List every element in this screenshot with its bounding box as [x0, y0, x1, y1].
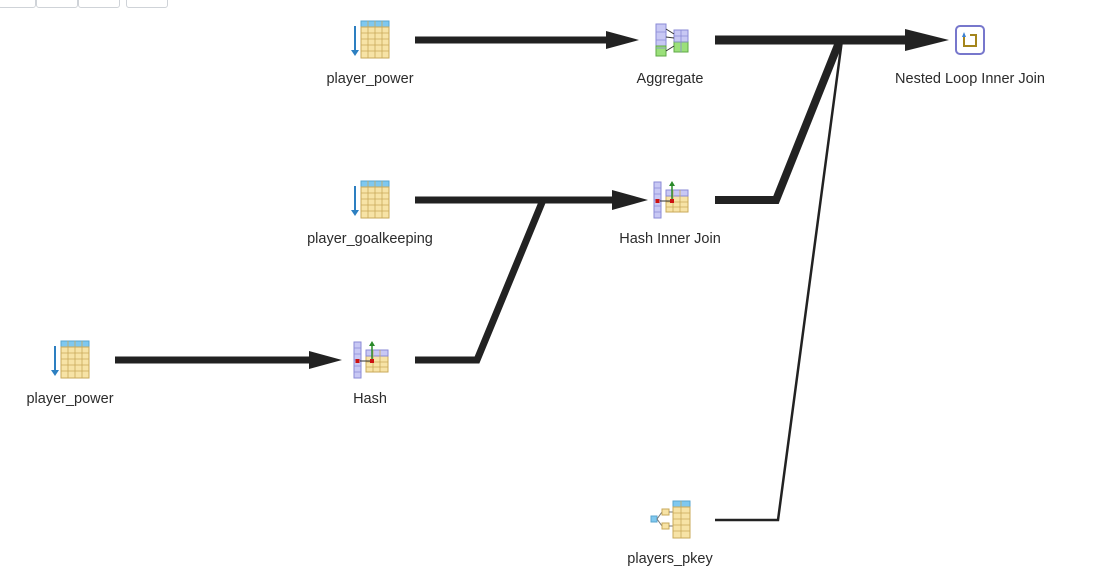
edge-arrowhead-hash-join: [612, 190, 648, 210]
node-nested-loop-inner-join[interactable]: Nested Loop Inner Join: [895, 18, 1045, 88]
toolbar-button-2[interactable]: [36, 0, 78, 8]
toolbar-button-4[interactable]: [126, 0, 168, 8]
seq-scan-table-icon: [351, 180, 390, 219]
node-label: Hash Inner Join: [619, 231, 721, 247]
aggregate-icon: [655, 23, 689, 57]
seq-scan-table-icon: [51, 340, 90, 379]
edge-arrowhead-hash: [309, 351, 342, 369]
node-label: player_power: [326, 71, 414, 87]
node-label: Aggregate: [636, 71, 704, 87]
node-label: Hash: [353, 391, 387, 407]
edge-arrowhead-nested-loop: [905, 29, 949, 51]
index-scan-icon: [650, 500, 691, 539]
edge-hash-join-to-nested-loop: [715, 38, 844, 204]
edge-arrowhead-aggregate: [606, 31, 639, 49]
toolbar-button-1[interactable]: [0, 0, 36, 8]
node-index-players-pkey[interactable]: players_pkey: [595, 498, 745, 568]
node-scan-player-power-top[interactable]: player_power: [295, 18, 445, 88]
node-scan-player-power-left[interactable]: player_power: [0, 338, 145, 408]
edge-index-to-nested-loop: [715, 39, 844, 522]
edge-hash-to-hash-join: [415, 198, 547, 364]
node-hash[interactable]: Hash: [295, 338, 445, 408]
node-scan-player-goalkeeping[interactable]: player_goalkeeping: [295, 178, 445, 248]
hash-icon: [353, 341, 389, 379]
toolbar-button-3[interactable]: [78, 0, 120, 8]
seq-scan-table-icon: [351, 20, 390, 59]
node-label: Nested Loop Inner Join: [895, 71, 1045, 87]
node-label: players_pkey: [627, 551, 713, 567]
node-aggregate[interactable]: Aggregate: [595, 18, 745, 88]
hash-join-icon: [653, 181, 689, 219]
nested-loop-icon: [955, 25, 985, 55]
node-hash-inner-join[interactable]: Hash Inner Join: [595, 178, 745, 248]
node-label: player_power: [26, 391, 114, 407]
node-label: player_goalkeeping: [307, 231, 433, 247]
